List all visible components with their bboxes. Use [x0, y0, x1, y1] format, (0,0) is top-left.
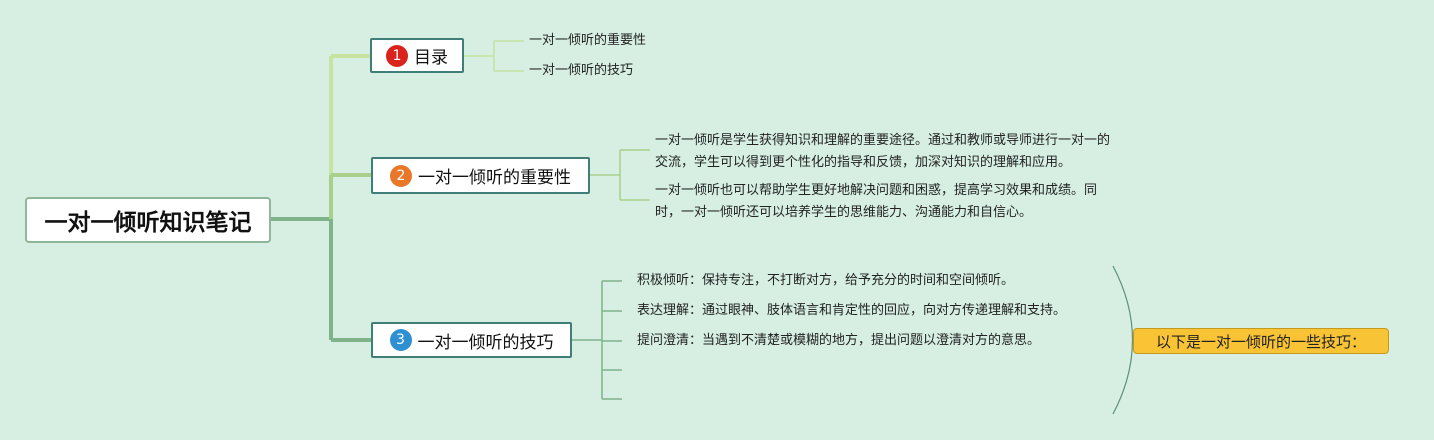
leaf-topic[interactable]: 积极倾听：保持专注，不打断对方，给予充分的时间和空间倾听。 [637, 273, 1015, 288]
root-title: 一对一倾听知识笔记 [44, 210, 252, 236]
paragraph-line: 时，一对一倾听还可以培养学生的思维能力、沟通能力和自信心。 [655, 205, 1033, 220]
paragraph-line: 一对一倾听是学生获得知识和理解的重要途径。通过和教师或导师进行一对一的 [655, 133, 1111, 148]
root-topic[interactable]: 一对一倾听知识笔记 [25, 197, 271, 243]
branch-label: 目录 [414, 48, 448, 68]
leaf-topic[interactable]: 一对一倾听的重要性 [529, 33, 647, 48]
number-badge-2: 2 [390, 164, 412, 187]
number-badge-1: 1 [386, 44, 408, 67]
number-badge-3: 3 [389, 329, 412, 351]
branch-techniques[interactable]: 3 一对一倾听的技巧 [371, 322, 572, 358]
summary-label[interactable]: 以下是一对一倾听的一些技巧： [1133, 328, 1389, 354]
leaf-paragraph[interactable]: 一对一倾听是学生获得知识和理解的重要途径。通过和教师或导师进行一对一的 交流，学… [655, 130, 1110, 174]
branch-label: 一对一倾听的技巧 [417, 332, 554, 353]
paragraph-line: 一对一倾听也可以帮助学生更好地解决问题和困惑，提高学习效果和成绩。同 [655, 183, 1098, 198]
branch-contents[interactable]: 1 目录 [370, 38, 464, 73]
branch-label: 一对一倾听的重要性 [418, 168, 571, 188]
leaf-topic[interactable]: 一对一倾听的技巧 [529, 63, 634, 78]
leaf-empty[interactable] [637, 359, 697, 381]
leaf-empty[interactable] [637, 388, 697, 410]
branch-importance[interactable]: 2 一对一倾听的重要性 [371, 157, 590, 194]
paragraph-line: 交流，学生可以得到更个性化的指导和反馈，加深对知识的理解和应用。 [655, 155, 1072, 170]
leaf-topic[interactable]: 表达理解：通过眼神、肢体语言和肯定性的回应，向对方传递理解和支持。 [637, 303, 1067, 318]
leaf-topic[interactable]: 提问澄清：当遇到不清楚或模糊的地方，提出问题以澄清对方的意思。 [637, 333, 1041, 348]
leaf-paragraph[interactable]: 一对一倾听也可以帮助学生更好地解决问题和困惑，提高学习效果和成绩。同 时，一对一… [655, 180, 1097, 224]
summary-text: 以下是一对一倾听的一些技巧： [1155, 332, 1366, 351]
